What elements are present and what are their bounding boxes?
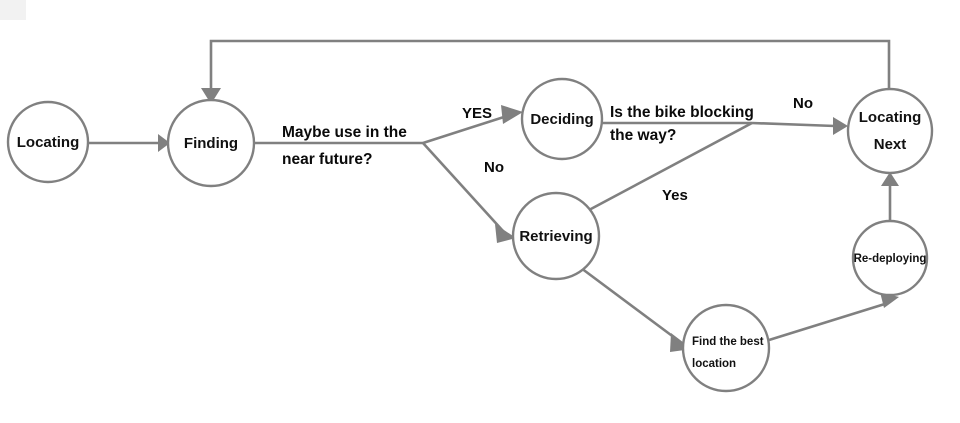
node-deciding-circle[interactable] [520,77,604,161]
node-find-best-location-label-line2: location [692,358,736,370]
arrowhead-icon [201,88,221,104]
node-retrieving[interactable]: Retrieving [511,191,601,281]
node-locating-next[interactable]: Locating Next [846,87,934,175]
node-retrieving-circle[interactable] [511,191,601,281]
node-find-best-location-label-line1: Find the best [692,336,764,348]
node-re-deploying[interactable]: Re-deploying [851,219,929,297]
node-find-best-location-circle[interactable] [681,303,771,393]
node-deciding-label: Deciding [530,111,593,128]
edge-label-yes-upper: YES [462,105,492,122]
edge-branch-to-deciding [422,105,523,145]
edge-re-deploying-to-locating-next [881,172,899,222]
edge-label-no-lower-branch: No [484,159,504,176]
edge-deciding-to-locating-next [601,117,848,135]
edge-find-best-to-re-deploying [768,292,899,342]
arrowhead-icon [880,292,899,308]
node-retrieving-label: Retrieving [519,228,592,245]
node-finding-label: Finding [184,135,238,152]
node-locating-next-label-line2: Next [874,136,907,153]
corner-artifact [0,0,26,20]
node-locating[interactable]: Locating [6,100,90,184]
node-re-deploying-label: Re-deploying [854,253,927,265]
node-find-best-location[interactable]: Find the best location [681,303,771,393]
edge-locating-next-feedback [201,39,891,104]
edge-branch-to-retrieving [422,142,516,243]
node-finding[interactable]: Finding [166,98,256,188]
node-re-deploying-circle[interactable] [851,219,929,297]
node-deciding[interactable]: Deciding [520,77,604,161]
edge-retrieving-to-find-best [580,266,692,352]
arrowhead-icon [501,105,523,124]
edge-label-blocking-line2: the way? [610,127,676,144]
edge-label-no-to-next: No [793,95,813,112]
edge-label-blocking-line1: Is the bike blocking [610,104,754,121]
edge-label-maybe-use-line2: near future? [282,151,372,168]
node-locating-next-label-line1: Locating [859,109,922,126]
node-finding-circle[interactable] [166,98,256,188]
node-locating-next-circle[interactable] [846,87,934,175]
arrowhead-icon [495,224,516,243]
node-locating-label: Locating [17,134,80,151]
edge-locating-to-finding [89,134,170,152]
arrowhead-icon [833,117,848,135]
edge-label-maybe-use-line1: Maybe use in the [282,124,407,141]
node-locating-circle[interactable] [6,100,90,184]
arrowhead-icon [881,172,899,186]
edge-retrieving-to-junction [588,121,753,212]
arrowhead-icon [158,134,170,152]
edge-label-yes-retrieving: Yes [662,187,688,204]
